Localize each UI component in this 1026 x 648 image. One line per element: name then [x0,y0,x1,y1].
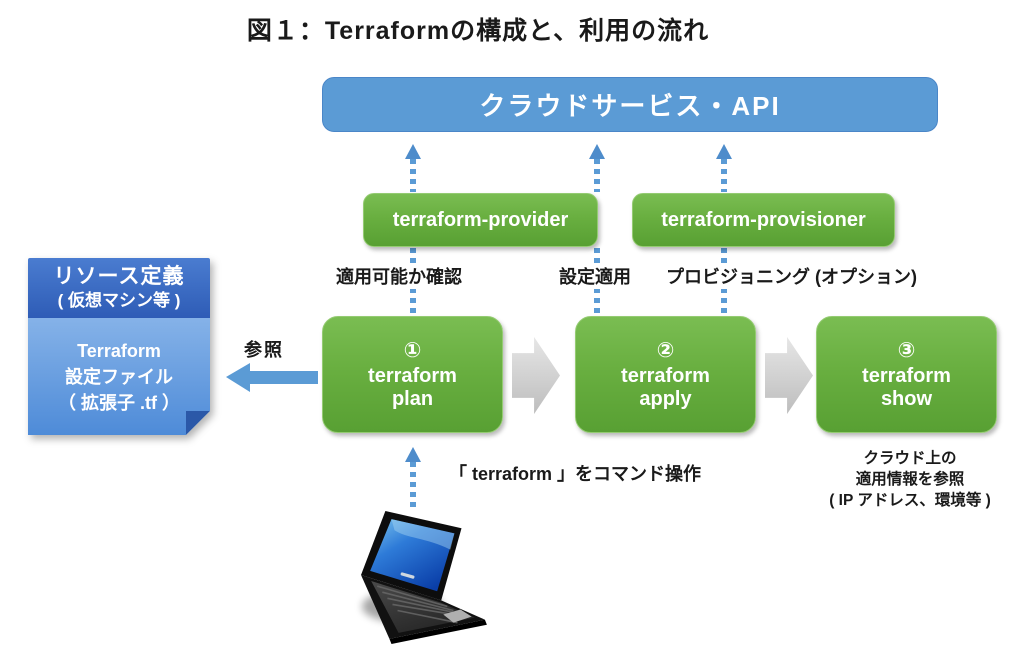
cloud-info-line1: クラウド上の [863,450,957,467]
resource-note-body: Terraform 設定ファイル （ 拡張子 .tf ） [28,318,210,435]
resource-note-header-line1: リソース定義 [53,265,185,288]
terraform-provisioner-label: terraform-provisioner [661,208,866,231]
resource-note-header-line2: ( 仮想マシン等 ) [57,291,181,310]
resource-definition-note: リソース定義 ( 仮想マシン等 ) Terraform 設定ファイル （ 拡張子… [28,258,210,435]
block-right-arrow-plan-to-apply [512,337,560,414]
dotted-up-arrow-head-provider-2 [589,144,605,159]
terraform-plan-box: ① terraform plan [322,316,503,433]
solid-left-arrow-shaft [249,371,318,384]
terraform-provider-label: terraform-provider [392,208,569,231]
dotted-up-arrow-head-laptop [405,447,421,462]
apply-box-line1: terraform [621,364,710,387]
command-operation-note: 「 terraform 」をコマンド操作 [449,464,702,484]
plan-box-line2: plan [391,387,434,410]
dotted-up-arrow-line-provider-2 [594,159,600,192]
plan-box-line1: terraform [368,364,457,387]
cloud-info-line2: 適用情報を参照 [855,471,965,488]
terraform-provisioner-box: terraform-provisioner [632,193,895,247]
diagram-title: 図１：Terraformの構成と、利用の流れ [246,17,710,45]
label-check-applicability: 適用可能か確認 [334,265,464,289]
step-number-1: ① [403,338,422,362]
resource-note-body-line2: 設定ファイル [65,366,173,387]
terraform-show-box: ③ terraform show [816,316,997,433]
dotted-up-arrow-head-provider-1 [405,144,421,159]
laptop-icon [361,511,487,644]
dotted-up-arrow-head-provisioner [716,144,732,159]
resource-note-header: リソース定義 ( 仮想マシン等 ) [28,258,210,318]
dotted-up-arrow-line-provisioner [721,159,727,192]
dotted-up-arrow-line-provider-1 [410,159,416,192]
page-fold-corner [186,411,210,435]
solid-left-arrow-head [226,363,250,392]
show-box-line2: show [880,387,933,410]
label-apply-settings: 設定適用 [557,265,633,289]
block-right-arrow-apply-to-show [765,337,813,414]
terraform-provider-box: terraform-provider [363,193,598,247]
cloud-info-note: クラウド上の 適用情報を参照 ( IP アドレス、環境等 ) [800,448,1020,511]
dotted-up-arrow-line-laptop [410,462,416,508]
reference-label: 参照 [244,340,284,360]
cloud-info-line3: ( IP アドレス、環境等 ) [829,492,991,509]
resource-note-body-line3: （ 拡張子 .tf ） [58,392,180,413]
label-provisioning-option: プロビジョニング (オプション) [664,265,919,289]
cloud-service-api-box: クラウドサービス・API [322,77,938,132]
step-number-3: ③ [897,338,916,362]
resource-note-body-line1: Terraform [77,340,161,361]
cloud-service-api-label: クラウドサービス・API [479,91,781,121]
step-number-2: ② [656,338,675,362]
show-box-line1: terraform [862,364,951,387]
terraform-apply-box: ② terraform apply [575,316,756,433]
apply-box-line2: apply [639,387,692,410]
